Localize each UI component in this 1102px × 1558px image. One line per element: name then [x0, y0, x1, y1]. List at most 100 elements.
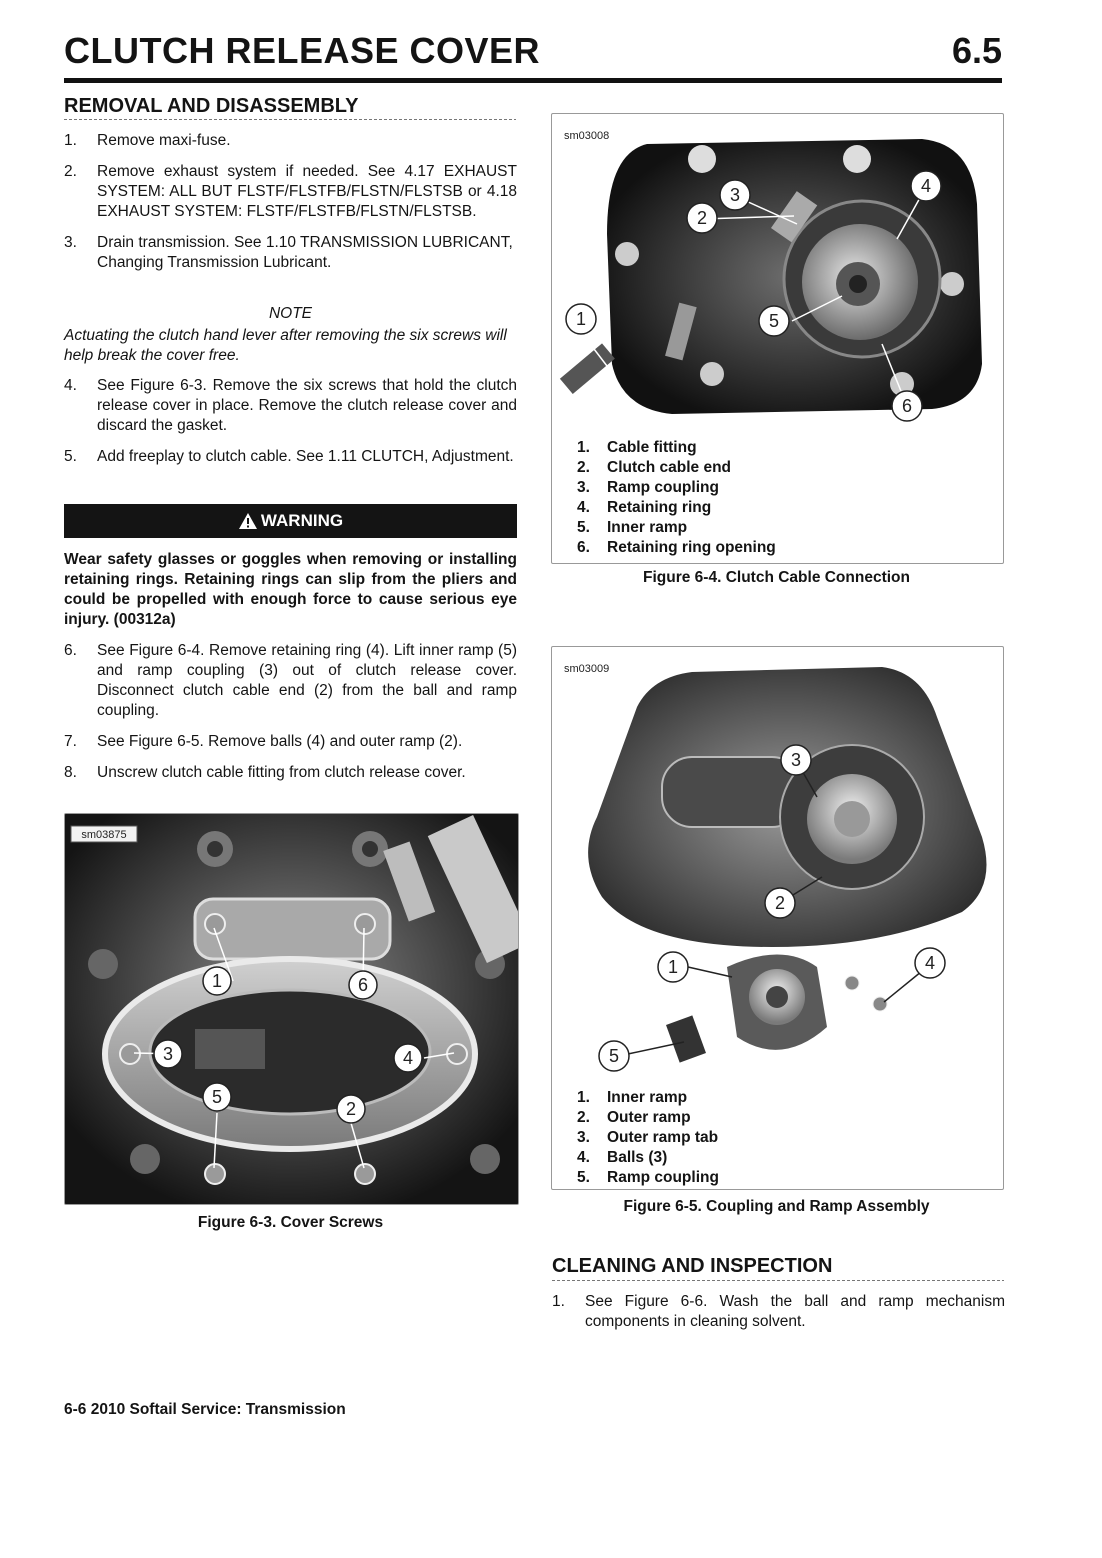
step-text: See Figure 6-4. Remove retaining ring (4… — [97, 642, 517, 719]
legend-item: 2. Clutch cable end — [577, 458, 776, 478]
step-number: 8. — [64, 764, 77, 781]
legend-number: 5. — [577, 1169, 590, 1186]
step-text: See Figure 6-6. Wash the ball and ramp m… — [585, 1293, 1005, 1330]
page-title: CLUTCH RELEASE COVER — [64, 30, 541, 71]
callout-6: 6 — [358, 975, 368, 995]
legend-text: Ramp coupling — [607, 479, 719, 496]
legend-item: 3.Ramp coupling — [577, 478, 776, 498]
step-number: 6. — [64, 642, 77, 659]
legend-text: Inner ramp — [607, 519, 688, 536]
cleaning-heading: CLEANING AND INSPECTION — [552, 1255, 833, 1277]
warning-banner: WARNING — [64, 504, 517, 538]
callout-3: 3 — [163, 1044, 173, 1064]
step-text: See Figure 6-3. Remove the six screws th… — [97, 377, 517, 434]
step-item: 1. See Figure 6-6. Wash the ball and ram… — [552, 1292, 1005, 1332]
legend-text: Cable fitting — [607, 439, 697, 456]
legend-item: 5. Inner ramp — [577, 518, 776, 538]
legend-item: 2. Outer ramp — [577, 1108, 719, 1128]
step-number: 1. — [64, 132, 77, 149]
step-text: Remove exhaust system if needed. See 4.1… — [97, 163, 517, 220]
title-rule — [64, 78, 1002, 83]
step-text: Unscrew clutch cable fitting from clutch… — [97, 764, 466, 781]
figure-6-4-callouts: 1 2 3 4 5 6 — [565, 170, 942, 422]
warning-text: Wear safety glasses or goggles when remo… — [64, 551, 517, 628]
legend-text: Outer ramp — [607, 1109, 691, 1126]
step-text: Add freeplay to clutch cable. See 1.11 C… — [97, 448, 514, 465]
removal-steps-c: 6. See Figure 6-4. Remove retaining ring… — [64, 641, 517, 794]
step-number: 7. — [64, 733, 77, 750]
step-item: 5. Add freeplay to clutch cable. See 1.1… — [64, 447, 517, 467]
step-number: 2. — [64, 163, 77, 180]
figure-6-5-caption: Figure 6-5. Coupling and Ramp Assembly — [623, 1198, 930, 1215]
legend-text: Ramp coupling — [607, 1169, 719, 1186]
removal-heading: REMOVAL AND DISASSEMBLY — [64, 95, 359, 117]
cleaning-heading-rule — [552, 1280, 1004, 1281]
callout-3: 3 — [730, 185, 740, 205]
page-footer: 6-6 2010 Softail Service: Transmission — [64, 1401, 346, 1418]
step-item: 8. Unscrew clutch cable fitting from clu… — [64, 763, 517, 783]
step-text: Remove maxi-fuse. — [97, 132, 231, 149]
legend-number: 2. — [577, 459, 590, 476]
step-text: Drain transmission. See 1.10 TRANSMISSIO… — [97, 234, 513, 271]
legend-number: 5. — [577, 519, 590, 536]
step-number: 1. — [552, 1293, 565, 1310]
callout-1: 1 — [212, 971, 222, 991]
figure-6-5: sm03009 — [551, 646, 1004, 1190]
legend-item: 1.Inner ramp — [577, 1088, 719, 1108]
legend-item: 3.Outer ramp tab — [577, 1128, 719, 1148]
legend-text: Retaining ring opening — [607, 539, 776, 556]
callout-3: 3 — [791, 750, 801, 770]
callout-4: 4 — [921, 176, 931, 196]
legend-text: Retaining ring — [607, 499, 712, 516]
step-item: 1. Remove maxi-fuse. — [64, 131, 517, 151]
removal-steps-a: 1. Remove maxi-fuse. 2. Remove exhaust s… — [64, 131, 517, 284]
note-title: NOTE — [268, 305, 313, 322]
legend-item: 4.Balls (3) — [577, 1148, 719, 1168]
figure-id-label: sm03875 — [81, 829, 126, 841]
figure-6-4-legend: 1. Cable fitting 2. Clutch cable end 3.Ram… — [577, 438, 776, 558]
legend-number: 3. — [577, 1129, 590, 1146]
step-item: 2. Remove exhaust system if needed. See … — [64, 162, 517, 222]
callout-5: 5 — [769, 311, 779, 331]
figure-6-3-caption: Figure 6-3. Cover Screws — [197, 1214, 384, 1231]
callout-2: 2 — [775, 893, 785, 913]
legend-item: 6. Retaining ring opening — [577, 538, 776, 558]
legend-number: 2. — [577, 1109, 590, 1126]
legend-number: 6. — [577, 539, 590, 556]
callout-2: 2 — [346, 1099, 356, 1119]
figure-6-4: sm03008 — [551, 113, 1004, 564]
removal-steps-b: 4. See Figure 6-3. Remove the six screws… — [64, 376, 517, 478]
legend-text: Clutch cable end — [607, 459, 732, 476]
figure-id-label: sm03009 — [564, 663, 610, 675]
figure-id-label: sm03008 — [564, 130, 610, 142]
cover-screws-photo: sm03875 — [65, 814, 518, 1204]
step-item: 3. Drain transmission. See 1.10 TRANSMIS… — [64, 233, 517, 273]
legend-item: 5. Ramp coupling — [577, 1168, 719, 1188]
step-number: 4. — [64, 377, 77, 394]
step-number: 3. — [64, 234, 77, 251]
callout-1: 1 — [576, 309, 586, 329]
figure-6-5-legend: 1.Inner ramp 2. Outer ramp 3.Outer ramp t… — [577, 1088, 719, 1188]
warning-triangle-icon — [238, 513, 257, 529]
warning-label: WARNING — [260, 511, 344, 530]
figure-6-5-callouts: 3 2 1 4 5 — [598, 744, 946, 1072]
step-item: 4. See Figure 6-3. Remove the six screws… — [64, 376, 517, 436]
legend-text: Inner ramp — [607, 1089, 688, 1106]
legend-item: 1. Cable fitting — [577, 438, 776, 458]
removal-heading-rule — [64, 119, 516, 120]
figure-6-3-callouts: 1 6 3 4 5 2 — [64, 813, 517, 1203]
callout-5: 5 — [609, 1046, 619, 1066]
figure-6-3: sm03875 — [64, 813, 519, 1205]
callout-5: 5 — [212, 1087, 222, 1107]
callout-1: 1 — [668, 957, 678, 977]
callout-2: 2 — [697, 208, 707, 228]
section-number: 6.5 — [951, 30, 1002, 71]
legend-number: 4. — [577, 499, 590, 516]
callout-6: 6 — [902, 396, 912, 416]
step-text: See Figure 6-5. Remove balls (4) and out… — [97, 733, 463, 750]
step-number: 5. — [64, 448, 77, 465]
legend-number: 1. — [577, 439, 590, 456]
cleaning-steps: 1. See Figure 6-6. Wash the ball and ram… — [552, 1292, 1005, 1343]
legend-text: Balls (3) — [607, 1149, 668, 1166]
step-item: 6. See Figure 6-4. Remove retaining ring… — [64, 641, 517, 721]
